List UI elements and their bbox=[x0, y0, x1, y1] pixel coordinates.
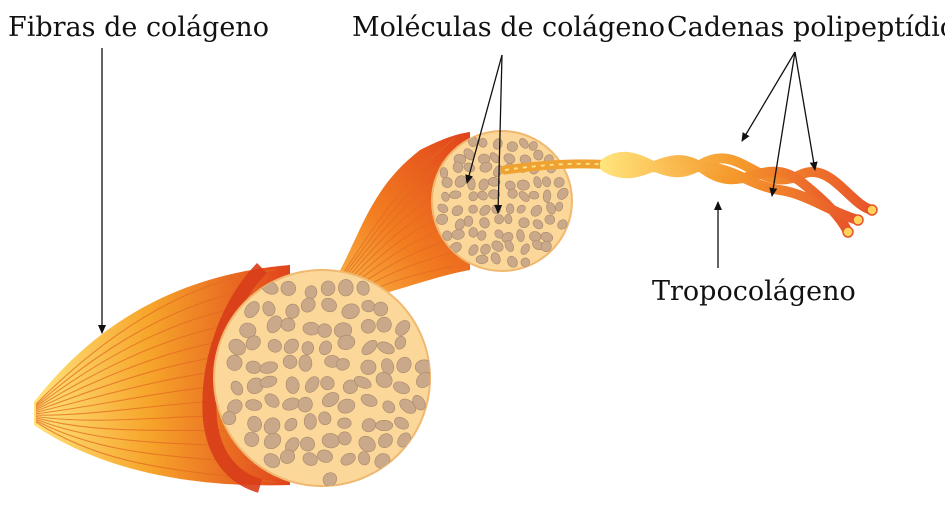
molecule-blob bbox=[507, 141, 518, 151]
label-cadenas-polipeptidicas: Cadenas polipeptídicas bbox=[667, 14, 945, 41]
molecule-blob bbox=[376, 420, 393, 431]
molecule-blob bbox=[492, 205, 501, 214]
molecule-blob bbox=[476, 255, 488, 264]
cadenas-pointer-arrow-1 bbox=[742, 52, 795, 141]
molecule-blob bbox=[338, 418, 352, 429]
molecule-blob bbox=[506, 204, 514, 214]
molecule-blob bbox=[494, 214, 503, 224]
molecule-blob bbox=[373, 302, 387, 316]
fibril-cross-section bbox=[432, 131, 572, 271]
polypeptide-triple-helix bbox=[605, 157, 877, 237]
cadenas-pointer-arrow-3 bbox=[795, 52, 815, 170]
tropocollagen-rope bbox=[505, 164, 610, 170]
molecule-blob bbox=[304, 413, 316, 429]
molecule-blob bbox=[464, 216, 473, 227]
label-fibras-de-colageno: Fibras de colágeno bbox=[8, 14, 269, 41]
fiber-cross-section bbox=[214, 270, 435, 489]
label-tropocolageno: Tropocolágeno bbox=[652, 278, 856, 305]
label-moleculas-de-colageno: Moléculas de colágeno bbox=[352, 14, 665, 41]
